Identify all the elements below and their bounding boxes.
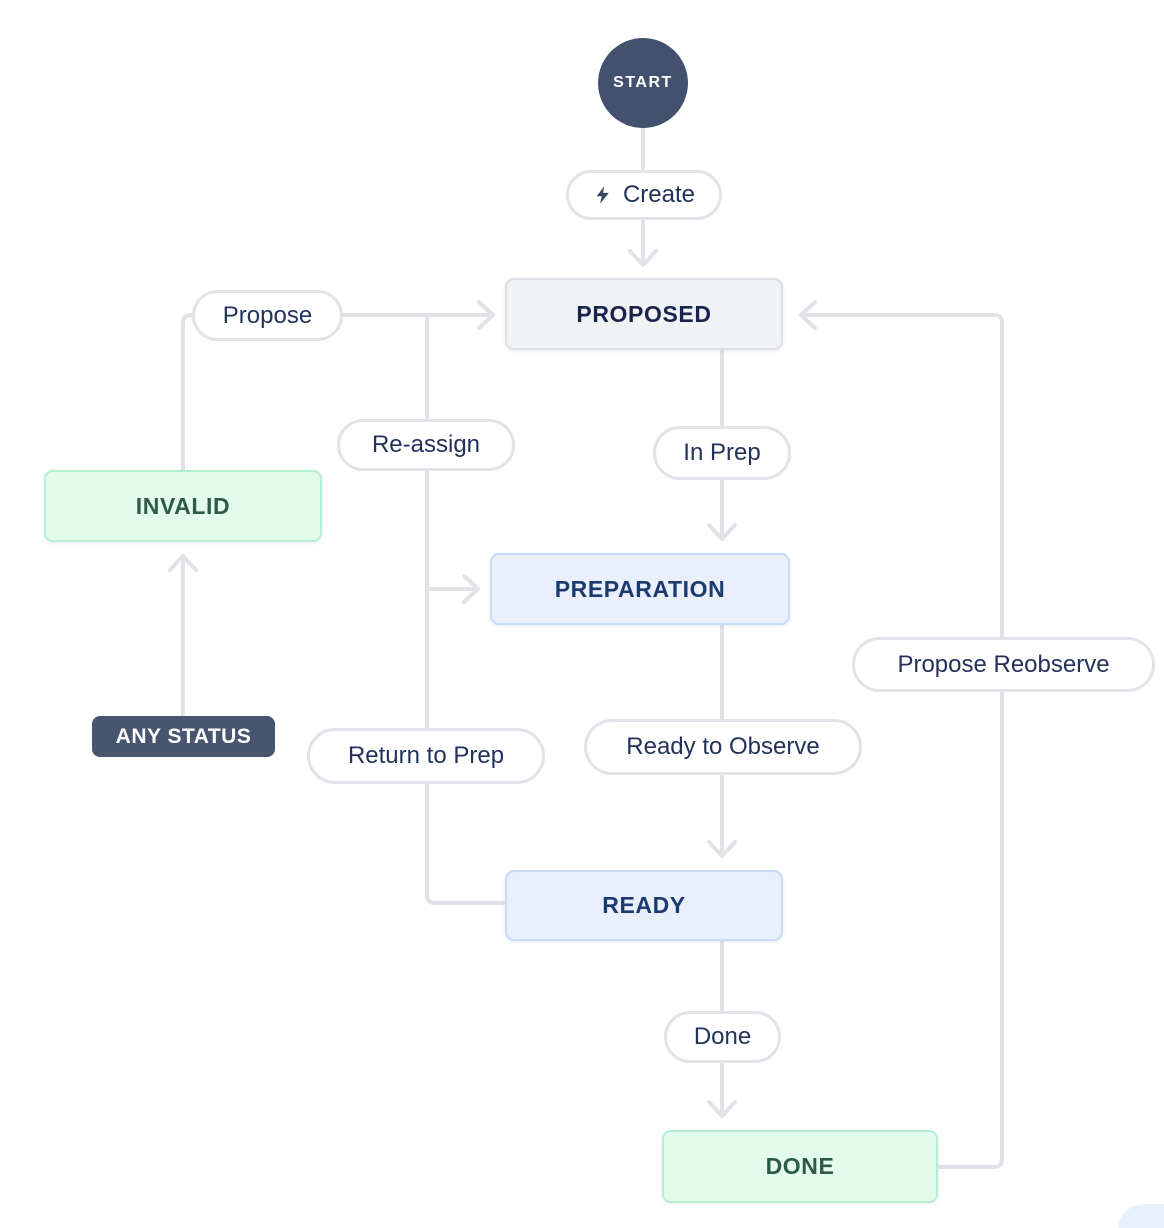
transition-return-to-prep-label: Return to Prep: [347, 742, 505, 769]
transition-ready-to-observe[interactable]: Ready to Observe: [584, 719, 862, 775]
arrowhead-right-preparation: [462, 574, 480, 604]
status-start-label: START: [613, 74, 673, 91]
status-ready-label: READY: [602, 892, 686, 918]
transition-re-assign[interactable]: Re-assign: [337, 419, 515, 471]
status-proposed[interactable]: PROPOSED: [505, 278, 783, 350]
transition-return-to-prep[interactable]: Return to Prep: [307, 728, 545, 784]
arrowhead-down-ready: [707, 840, 737, 858]
arrowhead-down-preparation: [707, 523, 737, 541]
status-proposed-label: PROPOSED: [576, 300, 712, 327]
transition-in-prep-label: In Prep: [683, 439, 761, 466]
transition-propose[interactable]: Propose: [192, 290, 343, 341]
status-preparation-label: PREPARATION: [554, 575, 726, 602]
edge-done-reobserve-to-proposed: [799, 313, 1004, 1169]
edge-left-rail-to-ready: [425, 313, 505, 905]
transition-done[interactable]: Done: [664, 1011, 781, 1063]
status-done-label: DONE: [765, 1153, 835, 1179]
any-status-label: ANY STATUS: [115, 724, 252, 748]
edge-invalid-propose-to-proposed: [181, 313, 495, 472]
arrowhead-up-invalid: [168, 554, 198, 572]
status-invalid-label: INVALID: [135, 492, 231, 519]
lightning-bolt-icon: [593, 185, 613, 205]
transition-create[interactable]: Create: [566, 170, 722, 220]
transition-ready-to-observe-label: Ready to Observe: [626, 733, 820, 760]
status-invalid[interactable]: INVALID: [44, 470, 322, 542]
transition-re-assign-label: Re-assign: [371, 431, 481, 458]
arrowhead-left-proposed: [799, 300, 817, 330]
status-start[interactable]: START: [598, 38, 688, 128]
transition-propose-reobserve[interactable]: Propose Reobserve: [852, 637, 1155, 692]
transition-create-label: Create: [622, 181, 696, 208]
status-preparation[interactable]: PREPARATION: [490, 553, 790, 625]
any-status-badge[interactable]: ANY STATUS: [92, 716, 275, 757]
arrowhead-down-done: [707, 1100, 737, 1118]
status-done[interactable]: DONE: [662, 1130, 938, 1203]
transition-propose-label: Propose: [222, 301, 313, 329]
transition-in-prep[interactable]: In Prep: [653, 426, 791, 480]
transition-done-label: Done: [693, 1023, 752, 1050]
status-ready[interactable]: READY: [505, 870, 783, 941]
transition-propose-reobserve-label: Propose Reobserve: [897, 650, 1110, 678]
arrowhead-right-proposed: [477, 300, 495, 330]
arrowhead-down-proposed: [628, 249, 658, 267]
